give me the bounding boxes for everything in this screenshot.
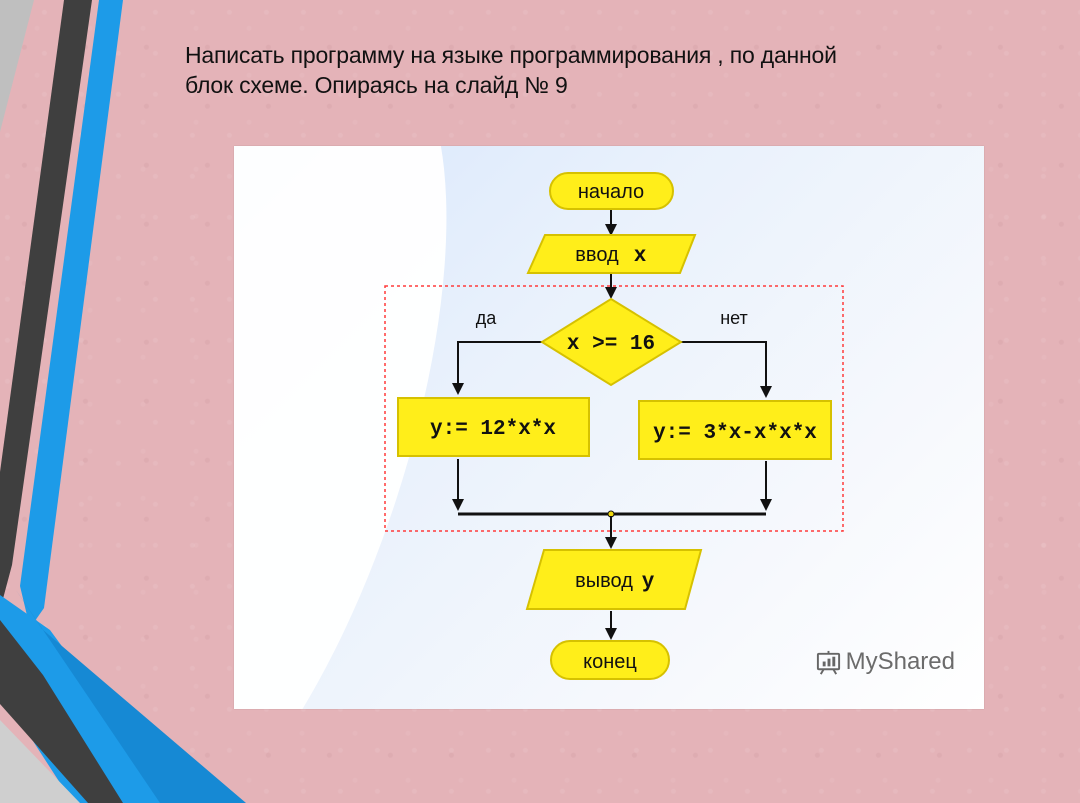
input-parallelogram	[526, 234, 697, 274]
yes-label: да	[476, 308, 498, 328]
condition-diamond	[540, 297, 683, 387]
input-label: ввод	[575, 244, 619, 266]
no-label: нет	[720, 308, 748, 328]
selection-dashed-border	[384, 285, 844, 532]
gray-stripe-bottom	[0, 720, 80, 803]
start-label: начало	[578, 181, 644, 203]
condition-label: x >= 16	[567, 333, 655, 356]
no-branch-arrow	[681, 341, 772, 398]
dark-stripe-top	[0, 0, 92, 610]
output-parallelogram	[525, 549, 703, 610]
slide-title-line-2: блок схеме. Опираясь на слайд № 9	[185, 72, 568, 98]
input-variable: x	[634, 245, 647, 268]
slide-title: Написать программу на языке программиров…	[185, 40, 1005, 100]
end-terminator	[550, 640, 670, 680]
no-process-box	[638, 400, 832, 460]
no-process-label: y:= 3*x-x*x*x	[653, 422, 817, 445]
slide-title-line-1: Написать программу на языке программиров…	[185, 42, 837, 68]
myshared-watermark: MyShared	[815, 646, 955, 678]
flowchart-image: начало ввод x x >= 16 да нет y:= 12*x*x …	[234, 146, 984, 709]
dark-stripe-bottom	[0, 620, 123, 803]
yes-branch-arrow	[452, 341, 542, 395]
end-label: конец	[583, 651, 637, 673]
watermark-text: MyShared	[845, 648, 955, 675]
presentation-chart-icon	[816, 650, 840, 675]
gray-stripe-top	[0, 0, 34, 132]
start-terminator	[549, 172, 674, 210]
blue-stripe-top	[20, 0, 123, 628]
output-variable: y	[642, 571, 655, 594]
yes-process-box	[397, 397, 590, 457]
yes-process-label: y:= 12*x*x	[430, 418, 556, 441]
output-label: вывод	[575, 570, 633, 592]
flowchart-diagram: начало ввод x x >= 16 да нет y:= 12*x*x …	[384, 172, 844, 680]
